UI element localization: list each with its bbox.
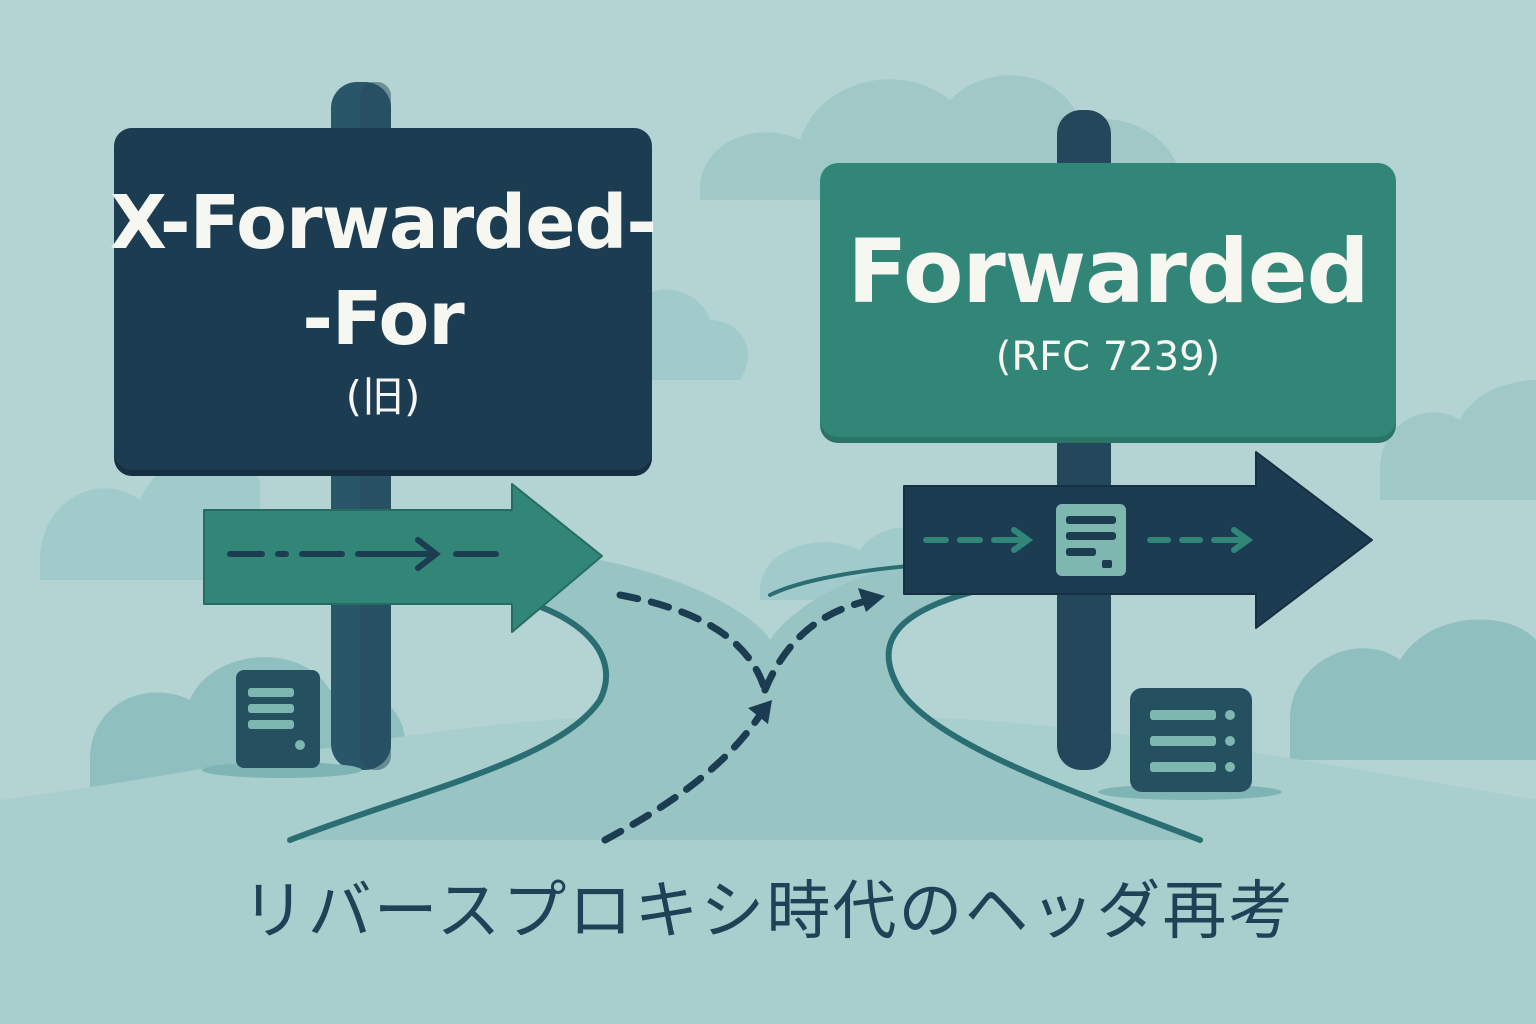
right-signboard: Forwarded (RFC 7239) (820, 163, 1396, 437)
server-icon (202, 670, 362, 778)
cloud-mid-left (640, 289, 749, 380)
road-edge-right (885, 587, 1203, 843)
server-icon-right (1098, 688, 1282, 800)
left-arrow-sign (203, 483, 603, 633)
right-sign-title: Forwarded (847, 220, 1369, 323)
left-sign-title-line1: X-Forwarded- (109, 180, 657, 266)
dashed-path-arrowheads (748, 588, 885, 724)
cloud-right (1380, 380, 1536, 500)
right-arrow-sign (903, 451, 1373, 629)
road-edge-top (768, 563, 922, 597)
cloud-bottom-right (1290, 619, 1536, 760)
left-sign-title-line2: -For (302, 276, 465, 362)
road (290, 560, 1200, 840)
left-signboard: X-Forwarded- -For (旧) (110, 128, 657, 470)
dashed-path-icon (601, 591, 874, 844)
left-sign-subtitle: (旧) (345, 372, 421, 421)
caption: リバースプロキシ時代のヘッダ再考 (241, 875, 1295, 949)
right-sign-subtitle: (RFC 7239) (995, 334, 1221, 380)
road-edge-left (287, 597, 609, 843)
document-icon (1056, 504, 1126, 576)
